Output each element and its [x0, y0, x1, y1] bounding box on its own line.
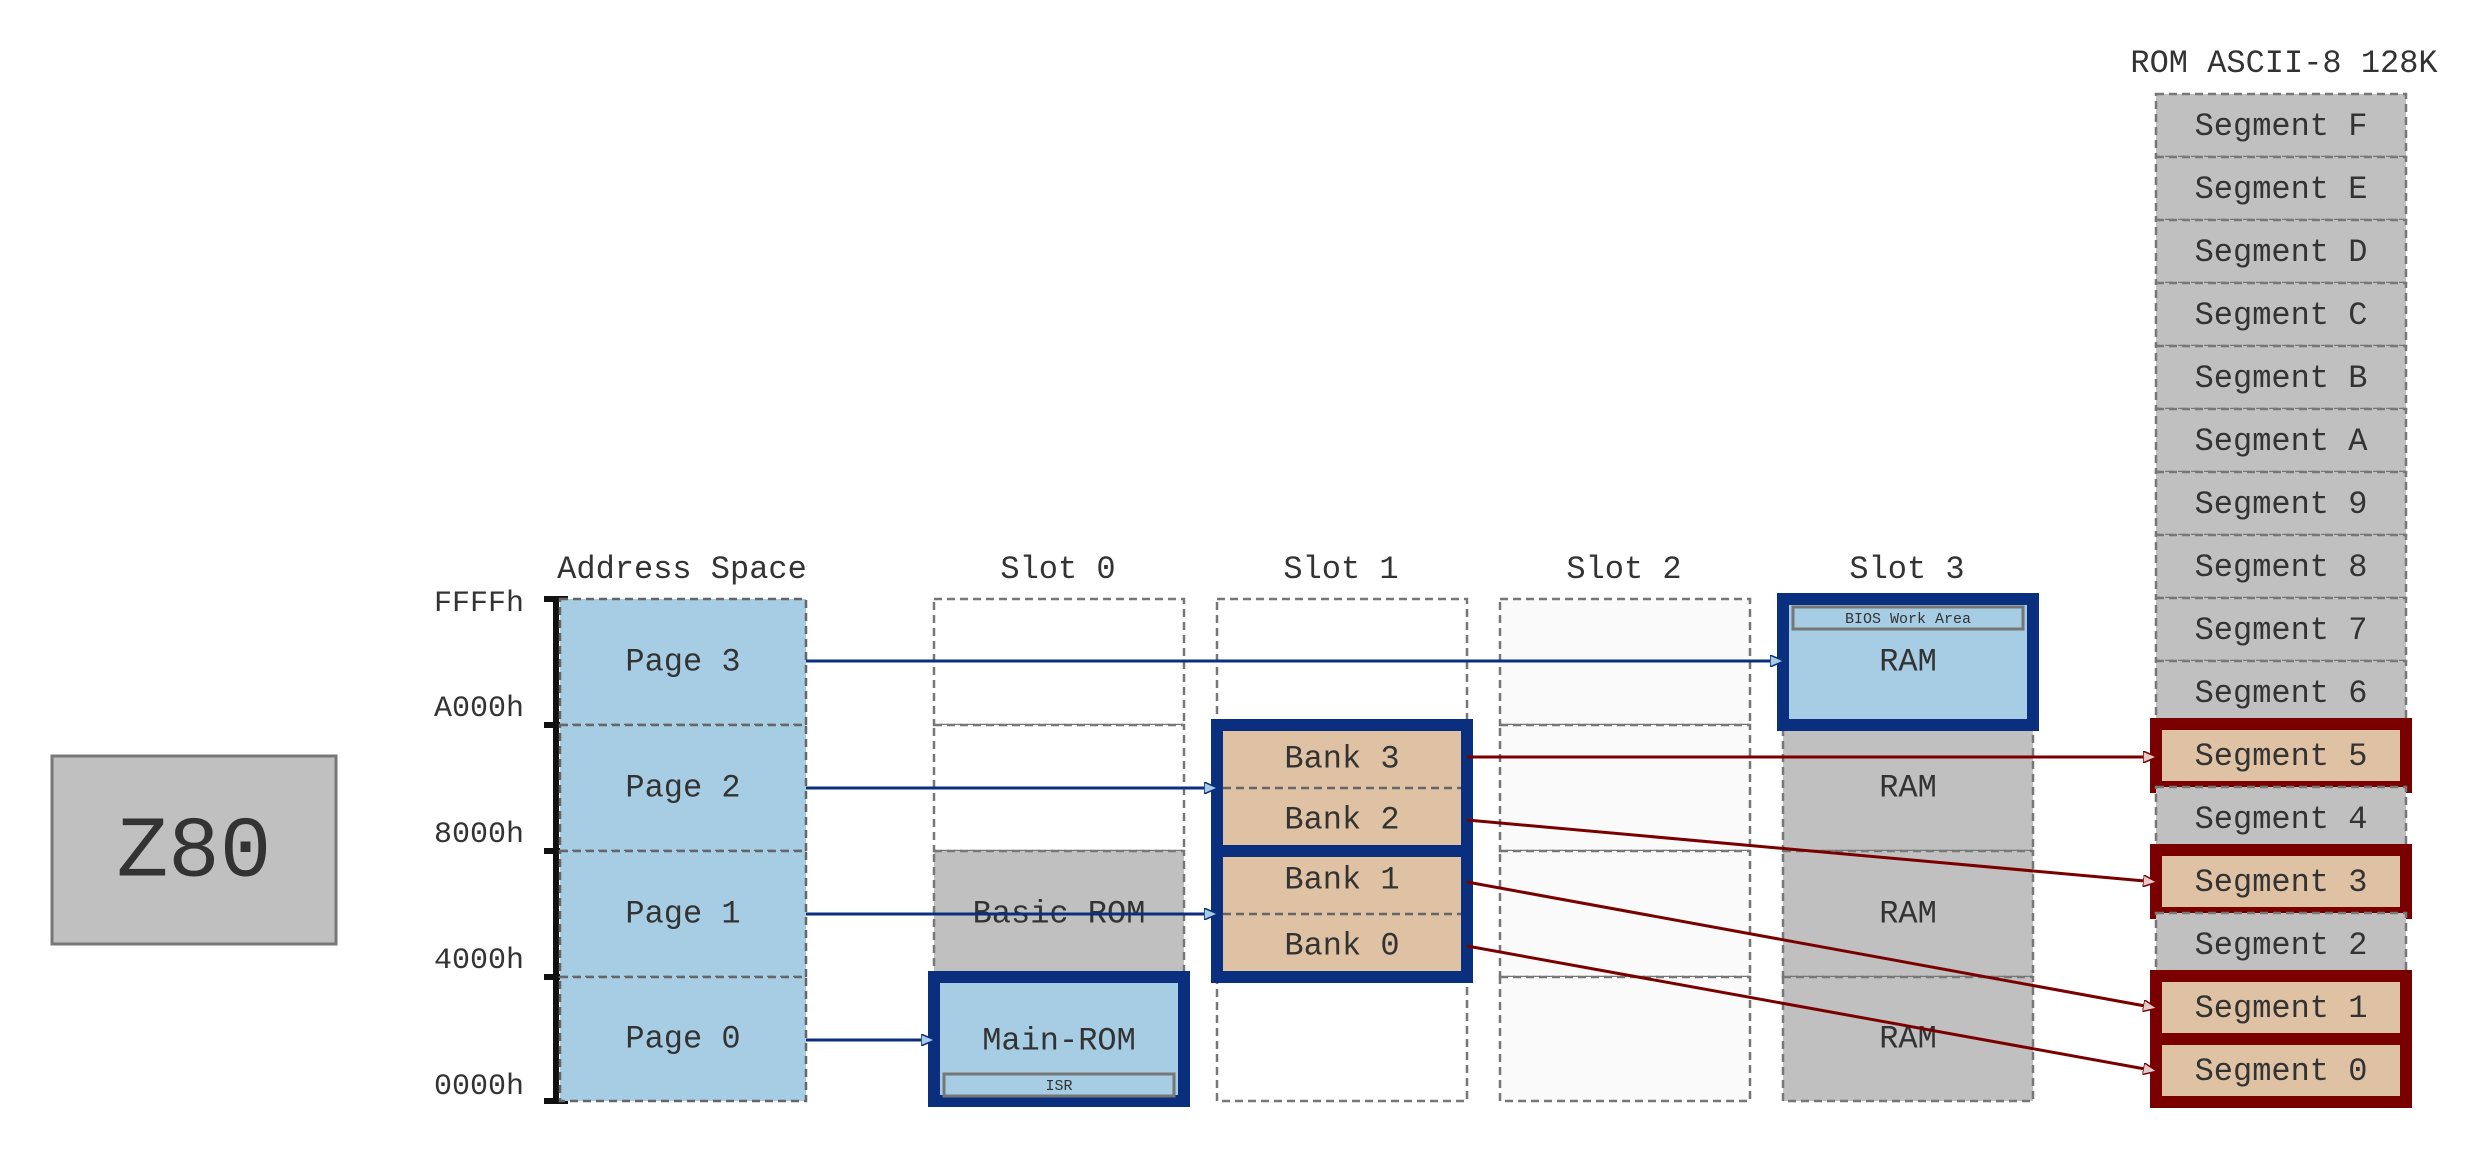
main-rom-block	[928, 971, 1190, 1107]
slot2-header: Slot 2	[1566, 551, 1681, 588]
rom-segment-block	[2154, 344, 2408, 411]
rom-segment-block	[2154, 281, 2408, 348]
slot3-header: Slot 3	[1849, 551, 1964, 588]
rom-segment-label: Segment 1	[2195, 990, 2368, 1027]
rom-segment-label: Segment 0	[2195, 1053, 2368, 1090]
bank-mapping-arrows	[1466, 757, 2156, 1071]
page-mapping-arrows	[806, 661, 1783, 1040]
bank-3-label: Bank 3	[1284, 740, 1399, 777]
page-0-label: Page 0	[625, 1020, 740, 1057]
rom-segment-block	[2154, 596, 2408, 663]
rom-segment-label: Segment 5	[2195, 738, 2368, 775]
page-3-label: Page 3	[625, 643, 740, 680]
bank-3-2-block	[1211, 719, 1473, 857]
slot3-ram-1-label: RAM	[1879, 895, 1937, 932]
rom-segment-label: Segment 6	[2195, 675, 2368, 712]
z80-label: Z80	[117, 804, 272, 902]
slot3-ram-page3-block	[1777, 593, 2039, 731]
rom-segment-label: Segment 8	[2195, 549, 2368, 586]
slot3-column	[1781, 723, 2035, 1103]
bank2-to-segment3-arrow	[1466, 818, 2156, 882]
address-label-4000: 4000h	[434, 944, 524, 978]
page-2-label: Page 2	[625, 769, 740, 806]
address-label-ffff: FFFFh	[434, 587, 524, 621]
slot1-header: Slot 1	[1283, 551, 1398, 588]
rom-segment-label: Segment 9	[2195, 486, 2368, 523]
address-label-a000: A000h	[434, 692, 524, 726]
rom-segment-label: Segment 2	[2195, 927, 2368, 964]
bank1-to-segment1-arrow	[1466, 880, 2156, 1008]
rom-segment-label: Segment 3	[2195, 864, 2368, 901]
rom-segment-label: Segment 4	[2195, 801, 2368, 838]
rom-segment-block	[2154, 218, 2408, 285]
rom-segment-label: Segment C	[2195, 297, 2368, 334]
main-rom-label: Main-ROM	[982, 1022, 1136, 1059]
rom-segment-block	[2154, 407, 2408, 474]
bank0-to-segment0-arrow	[1466, 944, 2156, 1071]
rom-segment-block	[2154, 911, 2408, 978]
page-1-label: Page 1	[625, 895, 740, 932]
slot0-header: Slot 0	[1000, 551, 1115, 588]
bank-2-label: Bank 2	[1284, 801, 1399, 838]
rom-segment-block	[2154, 659, 2408, 726]
bank-1-label: Bank 1	[1284, 861, 1399, 898]
rom-segments-column: Segment F Segment E Segment D Segment C Segm…	[2150, 92, 2412, 1108]
rom-segment-label: Segment E	[2195, 171, 2368, 208]
rom-segment-block	[2154, 533, 2408, 600]
address-label-0000: 0000h	[434, 1070, 524, 1104]
rom-segment-label: Segment A	[2195, 423, 2369, 460]
slot3-ram-3-label: RAM	[1879, 643, 1937, 680]
address-label-8000: 8000h	[434, 818, 524, 852]
address-space-pages	[558, 597, 808, 1103]
rom-segment-block	[2154, 92, 2408, 159]
rom-segment-label: Segment D	[2195, 234, 2368, 271]
rom-segment-block	[2154, 155, 2408, 222]
address-space-header: Address Space	[557, 551, 807, 588]
slot1-column	[1215, 597, 1469, 1103]
bank-0-label: Bank 0	[1284, 927, 1399, 964]
rom-segment-label: Segment B	[2195, 360, 2368, 397]
rom-segment-block	[2154, 470, 2408, 537]
isr-label: ISR	[1045, 1078, 1072, 1095]
slot3-ram-2-label: RAM	[1879, 769, 1937, 806]
z80-cpu-box: Z80	[50, 754, 338, 946]
rom-segment-label: Segment 7	[2195, 612, 2368, 649]
bios-work-area-label: BIOS Work Area	[1845, 611, 1971, 628]
rom-segment-block	[2154, 785, 2408, 852]
slot2-column	[1498, 597, 1752, 1103]
rom-header: ROM ASCII-8 128K	[2130, 45, 2438, 82]
rom-segment-label: Segment F	[2195, 108, 2368, 145]
